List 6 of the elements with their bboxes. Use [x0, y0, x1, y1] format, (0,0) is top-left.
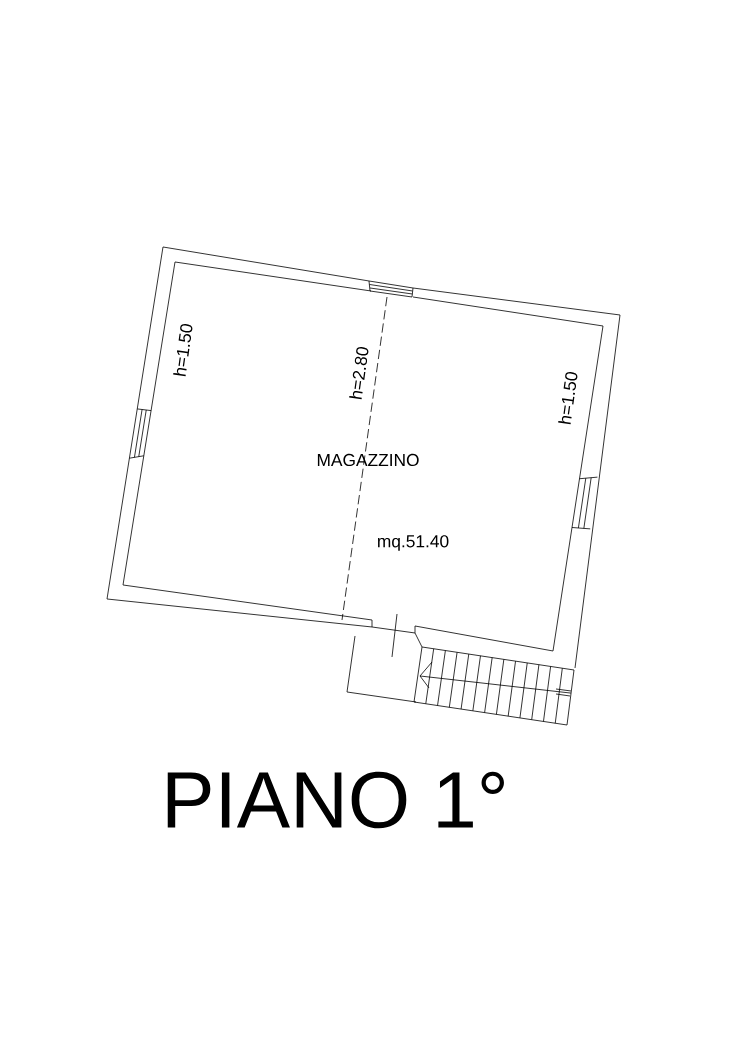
height-label: h=1.50	[173, 324, 193, 377]
height-label: h=1.50	[558, 372, 578, 425]
title: PIANO 1°	[167, 771, 504, 829]
room-label: MAGAZZINO	[317, 453, 419, 467]
height-label: h=2.80	[349, 347, 369, 400]
area-label: mq.51.40	[378, 535, 449, 551]
